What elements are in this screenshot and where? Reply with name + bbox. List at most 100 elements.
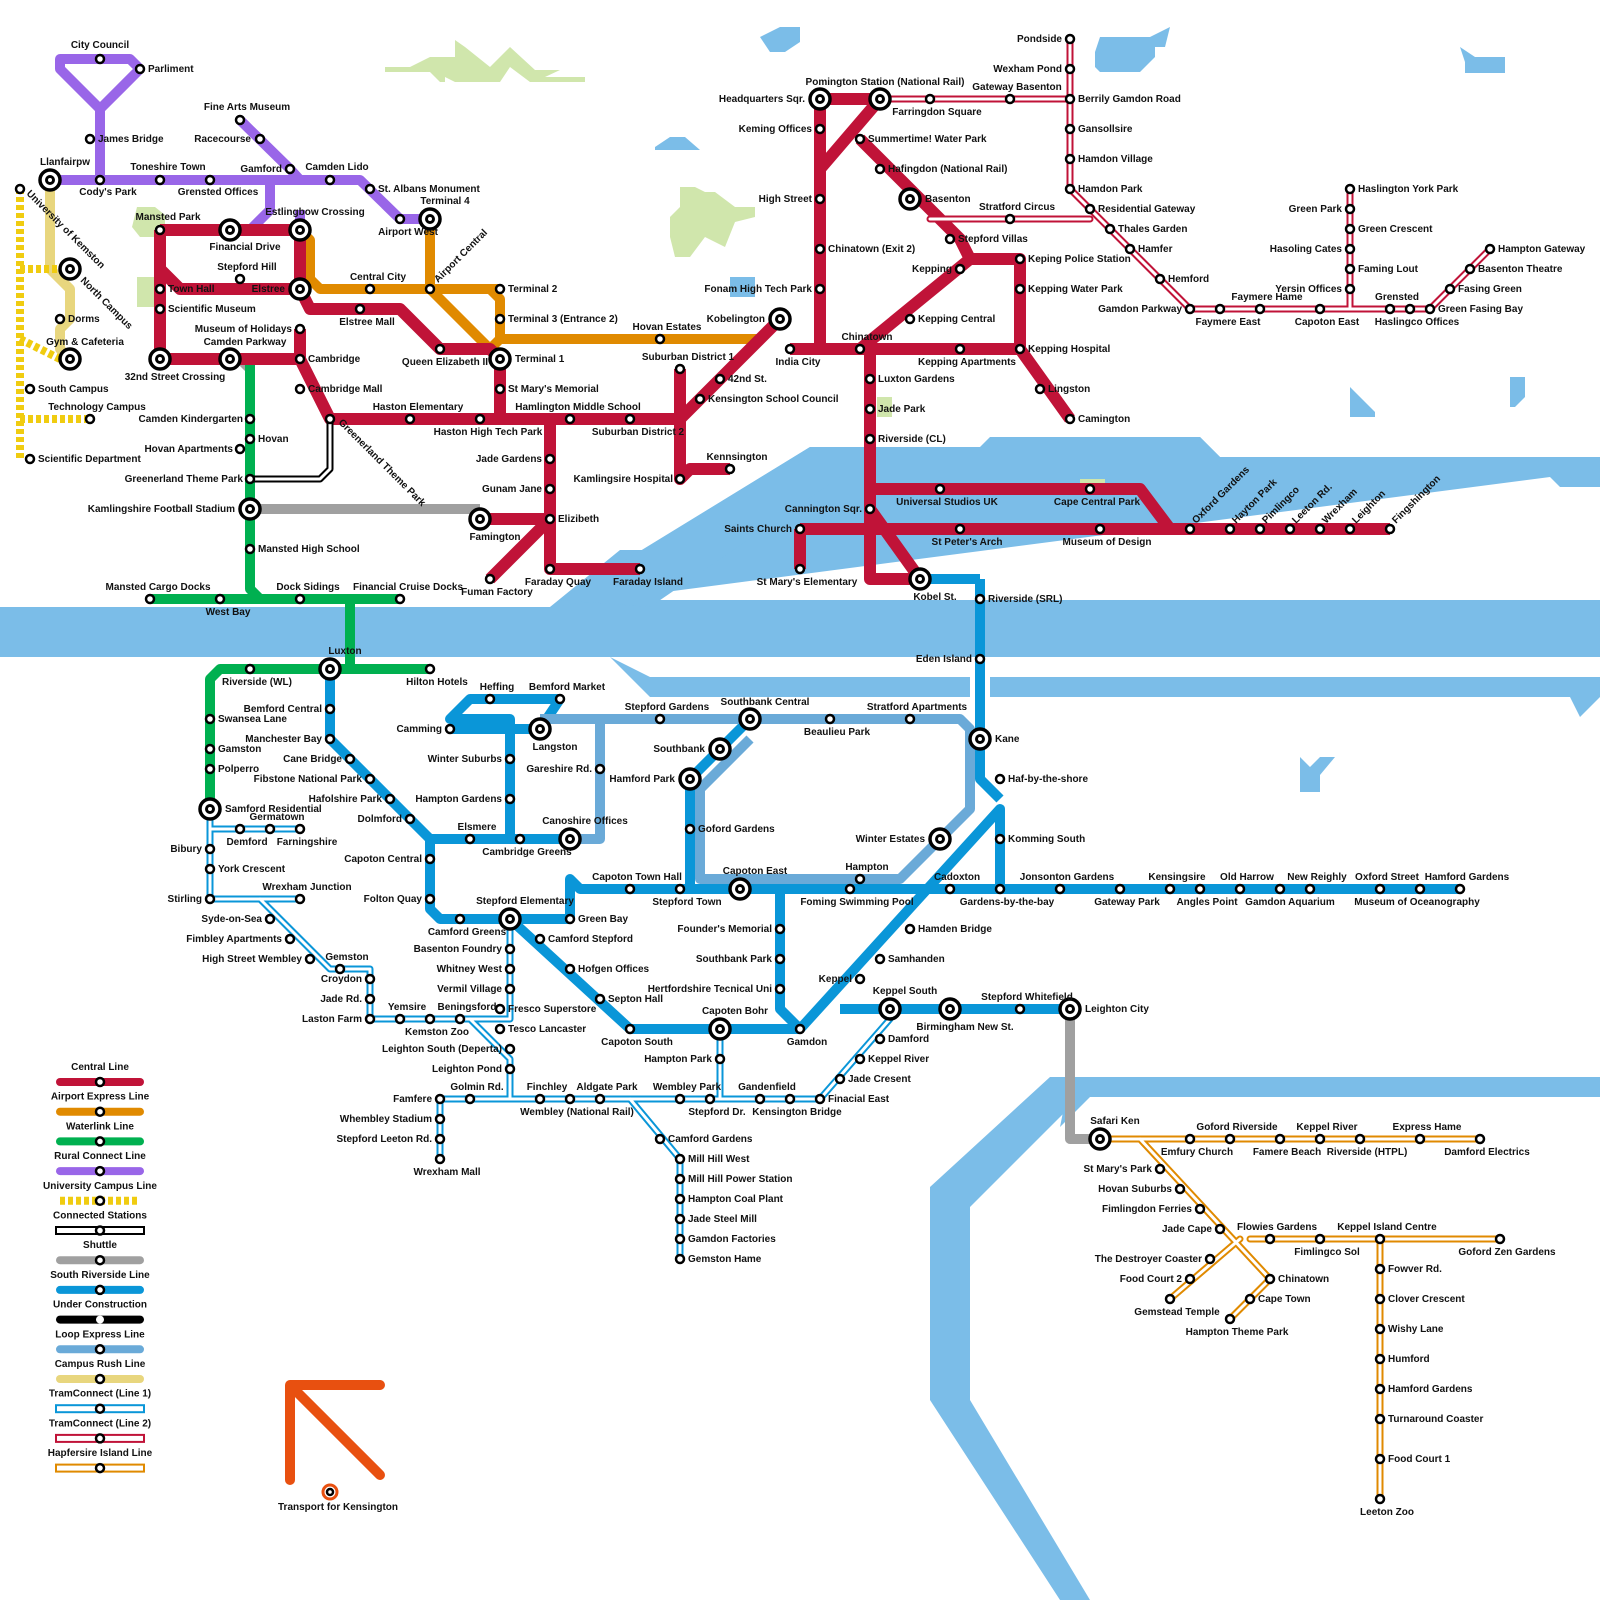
station-label-riverside-cl[interactable]: Riverside (CL) [878, 434, 946, 445]
station-icon[interactable] [154, 224, 166, 236]
station-label-kamlingsire-hospital[interactable]: Kamlingsire Hospital [574, 474, 674, 485]
station-label-southbank-park[interactable]: Southbank Park [696, 954, 773, 965]
station-icon[interactable] [1374, 1493, 1386, 1505]
station-label-keppel-south[interactable]: Keppel South [873, 986, 937, 997]
station-icon[interactable] [204, 713, 216, 725]
station-icon[interactable] [84, 133, 96, 145]
station-label-fibstone-national-park[interactable]: Fibstone National Park [254, 774, 363, 785]
station-icon[interactable] [994, 833, 1006, 845]
station-icon[interactable] [294, 383, 306, 395]
station-label-chinatown-exit-2[interactable]: Chinatown (Exit 2) [828, 244, 915, 255]
station-icon[interactable] [494, 283, 506, 295]
station-label-southbank-central[interactable]: Southbank Central [721, 697, 810, 708]
station-icon[interactable] [1184, 1273, 1196, 1285]
station-label-yemsire[interactable]: Yemsire [388, 1002, 427, 1013]
station-icon[interactable] [674, 1173, 686, 1185]
station-icon[interactable] [324, 733, 336, 745]
station-label-jade-cape[interactable]: Jade Cape [1162, 1224, 1212, 1235]
station-label-germatown[interactable]: Germatown [249, 812, 304, 823]
station-icon[interactable] [544, 563, 556, 575]
station-icon[interactable] [1314, 523, 1326, 535]
station-icon[interactable] [1154, 273, 1166, 285]
station-icon[interactable] [1374, 883, 1386, 895]
station-icon[interactable] [294, 823, 306, 835]
station-label-famington[interactable]: Famington [469, 532, 520, 543]
station-icon[interactable] [874, 1033, 886, 1045]
station-label-gateway-park[interactable]: Gateway Park [1094, 897, 1160, 908]
station-icon[interactable] [674, 883, 686, 895]
station-icon[interactable] [814, 193, 826, 205]
station-label-stepford-hill[interactable]: Stepford Hill [217, 262, 277, 273]
station-icon[interactable] [624, 1023, 636, 1035]
station-icon[interactable] [1384, 523, 1396, 535]
station-icon[interactable] [424, 1013, 436, 1025]
station-label-camford-greens[interactable]: Camford Greens [428, 927, 507, 938]
station-label-hilton-hotels[interactable]: Hilton Hotels [406, 677, 468, 688]
station-icon[interactable] [904, 713, 916, 725]
station-icon[interactable] [424, 893, 436, 905]
station-icon[interactable] [1314, 303, 1326, 315]
station-label-bibury[interactable]: Bibury [170, 844, 202, 855]
station-icon[interactable] [954, 263, 966, 275]
station-label-jade-rd[interactable]: Jade Rd. [320, 994, 362, 1005]
station-label-green-fasing-bay[interactable]: Green Fasing Bay [1438, 304, 1523, 315]
station-label-kepping[interactable]: Kepping [912, 264, 952, 275]
station-icon[interactable] [1194, 883, 1206, 895]
station-label-old-harrow[interactable]: Old Harrow [1220, 872, 1274, 883]
station-label-grensted-offices[interactable]: Grensted Offices [178, 187, 259, 198]
station-icon[interactable] [754, 1093, 766, 1105]
station-icon[interactable] [564, 913, 576, 925]
station-label-hamden-bridge[interactable]: Hamden Bridge [918, 924, 992, 935]
station-icon[interactable] [864, 503, 876, 515]
station-label-greenerland-theme-park[interactable]: Greenerland Theme Park [336, 417, 428, 509]
station-label-camington[interactable]: Camington [1078, 414, 1130, 425]
station-label-camford-stepford[interactable]: Camford Stepford [548, 934, 633, 945]
station-label-hampton-theme-park[interactable]: Hampton Theme Park [1186, 1327, 1289, 1338]
station-label-wrexham-junction[interactable]: Wrexham Junction [262, 882, 351, 893]
station-label-cape-town[interactable]: Cape Town [1258, 1294, 1311, 1305]
station-label-gym-cafeteria[interactable]: Gym & Cafeteria [46, 337, 124, 348]
station-icon[interactable] [344, 753, 356, 765]
station-icon[interactable] [1094, 523, 1106, 535]
station-label-farningshire[interactable]: Farningshire [277, 837, 338, 848]
station-label-luxton[interactable]: Luxton [328, 646, 361, 657]
station-icon[interactable] [294, 593, 306, 605]
station-label-faymere-hame[interactable]: Faymere Hame [1231, 292, 1303, 303]
station-icon[interactable] [444, 723, 456, 735]
station-label-elstree-mall[interactable]: Elstree Mall [339, 317, 395, 328]
station-label-york-crescent[interactable]: York Crescent [218, 864, 286, 875]
station-label-canoshire-offices[interactable]: Canoshire Offices [542, 816, 628, 827]
station-icon[interactable] [394, 1013, 406, 1025]
station-icon[interactable] [1374, 1383, 1386, 1395]
station-label-scientific-department[interactable]: Scientific Department [38, 454, 141, 465]
station-icon[interactable] [364, 993, 376, 1005]
station-icon[interactable] [564, 963, 576, 975]
station-label-stepford-town[interactable]: Stepford Town [652, 897, 721, 908]
station-label-oxford-street[interactable]: Oxford Street [1355, 872, 1420, 883]
station-label-kepping-central[interactable]: Kepping Central [918, 314, 995, 325]
station-icon[interactable] [544, 453, 556, 465]
station-label-hertfordshire-tecnical-uni[interactable]: Hertfordshire Tecnical Uni [648, 984, 773, 995]
station-label-suburban-district-2[interactable]: Suburban District 2 [592, 427, 685, 438]
station-icon[interactable] [1414, 1133, 1426, 1145]
station-icon[interactable] [974, 593, 986, 605]
station-label-saints-church[interactable]: Saints Church [724, 524, 792, 535]
station-label-pomington-station-national-rail[interactable]: Pomington Station (National Rail) [806, 77, 965, 88]
station-icon[interactable] [364, 773, 376, 785]
station-label-wembley-national-rail[interactable]: Wembley (National Rail) [520, 1107, 634, 1118]
station-icon[interactable] [724, 463, 736, 475]
station-icon[interactable] [1344, 243, 1356, 255]
station-label-gamdon[interactable]: Gamdon [787, 1037, 828, 1048]
station-label-hampton-gateway[interactable]: Hampton Gateway [1498, 244, 1586, 255]
station-label-wexham-pond[interactable]: Wexham Pond [993, 64, 1062, 75]
station-icon[interactable] [294, 353, 306, 365]
station-label-stratford-apartments[interactable]: Stratford Apartments [867, 702, 968, 713]
station-label-flowies-gardens[interactable]: Flowies Gardens [1237, 1222, 1317, 1233]
station-icon[interactable] [994, 773, 1006, 785]
station-label-parliment[interactable]: Parliment [148, 64, 194, 75]
station-icon[interactable] [334, 963, 346, 975]
station-label-faymere-east[interactable]: Faymere East [1195, 317, 1261, 328]
station-label-hamdon-park[interactable]: Hamdon Park [1078, 184, 1143, 195]
station-label-angles-point[interactable]: Angles Point [1176, 897, 1238, 908]
station-label-fimlingco-sol[interactable]: Fimlingco Sol [1294, 1247, 1360, 1258]
